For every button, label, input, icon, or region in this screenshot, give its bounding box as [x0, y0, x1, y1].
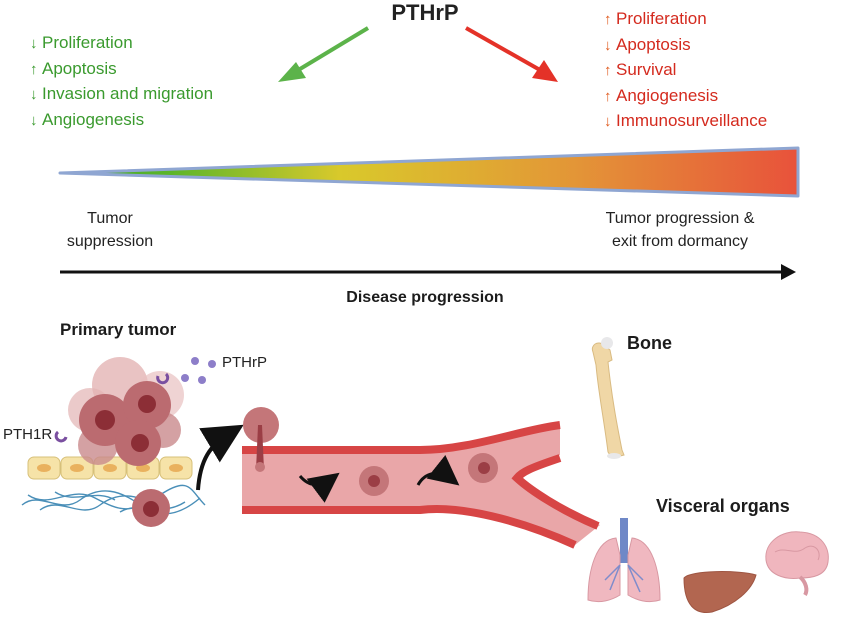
- green-arrow: [278, 26, 370, 82]
- pth1r-receptor-icon: [54, 430, 68, 443]
- stage-line: exit from dormancy: [611, 233, 749, 250]
- effect-item: ↑Survival: [604, 58, 767, 84]
- stage-line: Tumor progression &: [605, 210, 755, 227]
- stage-line: Tumor: [87, 210, 133, 227]
- arrow-down-icon: ↓: [30, 111, 38, 129]
- effect-label: Angiogenesis: [616, 85, 719, 105]
- effect-label: Apoptosis: [42, 58, 117, 78]
- effect-item: ↓Apoptosis: [604, 33, 767, 59]
- blood-vessel: [242, 421, 600, 549]
- extracellular-matrix: [21, 484, 206, 515]
- primary-tumor-cluster: [68, 357, 184, 466]
- circulating-tumor-cell: [359, 466, 389, 496]
- arrow-up-icon: ↑: [604, 11, 612, 28]
- arrow-down-icon: ↓: [30, 35, 38, 52]
- effect-label: Proliferation: [616, 9, 707, 28]
- migrating-tumor-cell: [132, 489, 170, 527]
- visceral-organs-label: Visceral organs: [656, 496, 790, 516]
- arrow-up-icon: ↑: [604, 62, 612, 79]
- effect-item: ↑Angiogenesis: [604, 84, 767, 110]
- red-arrow: [465, 26, 558, 82]
- progression-effects-list: ↑Proliferation ↓Apoptosis ↑Survival ↑Ang…: [604, 7, 767, 135]
- circulating-tumor-cell: [468, 453, 498, 483]
- arrow-up-icon: ↑: [30, 60, 38, 78]
- effect-item: ↓Immunosurveillance: [604, 109, 767, 135]
- effect-label: Proliferation: [42, 33, 133, 52]
- disease-progression-arrow: [60, 264, 796, 280]
- pth1r-label: PTH1R: [3, 426, 53, 443]
- effect-item: ↓Invasion and migration: [30, 82, 213, 108]
- effect-label: Apoptosis: [616, 34, 691, 54]
- stage-line: suppression: [66, 233, 154, 250]
- intravasation-arrow: [196, 424, 244, 491]
- flow-arrow-icon: [298, 472, 340, 503]
- flow-arrow-icon: [416, 455, 460, 486]
- arrow-up-icon: ↑: [604, 87, 612, 105]
- suppression-effects-list: ↓Proliferation ↑Apoptosis ↓Invasion and …: [30, 31, 213, 133]
- intravasating-tumor-cell: [243, 407, 279, 472]
- pthrp-title: PTHrP: [391, 0, 459, 25]
- disease-progression-label: Disease progression: [346, 289, 504, 306]
- effect-item: ↑Proliferation: [604, 7, 767, 33]
- arrow-down-icon: ↓: [604, 36, 612, 54]
- primary-tumor-label: Primary tumor: [60, 320, 177, 339]
- brain-icon: [765, 531, 829, 597]
- stage-label-progression: Tumor progression & exit from dormancy: [580, 207, 780, 253]
- stage-label-suppression: Tumor suppression: [50, 207, 170, 253]
- effect-label: Angiogenesis: [42, 109, 145, 129]
- arrow-down-icon: ↓: [604, 113, 612, 130]
- effect-item: ↓Proliferation: [30, 31, 213, 57]
- effect-label: Immunosurveillance: [616, 111, 768, 130]
- pthrp-molecule-label: PTHrP: [222, 354, 267, 371]
- lungs-icon: [587, 518, 661, 603]
- bone-icon: [591, 337, 625, 459]
- pthrp-molecules: [181, 357, 216, 384]
- liver-icon: [683, 571, 757, 614]
- effect-label: Invasion and migration: [42, 84, 214, 103]
- progression-gradient-wedge: [58, 146, 800, 198]
- arrow-down-icon: ↓: [30, 86, 38, 103]
- effect-item: ↑Apoptosis: [30, 57, 213, 83]
- bone-label: Bone: [627, 333, 672, 353]
- pth1r-receptor-icon: [156, 372, 170, 385]
- effect-label: Survival: [616, 60, 677, 79]
- effect-item: ↓Angiogenesis: [30, 108, 213, 134]
